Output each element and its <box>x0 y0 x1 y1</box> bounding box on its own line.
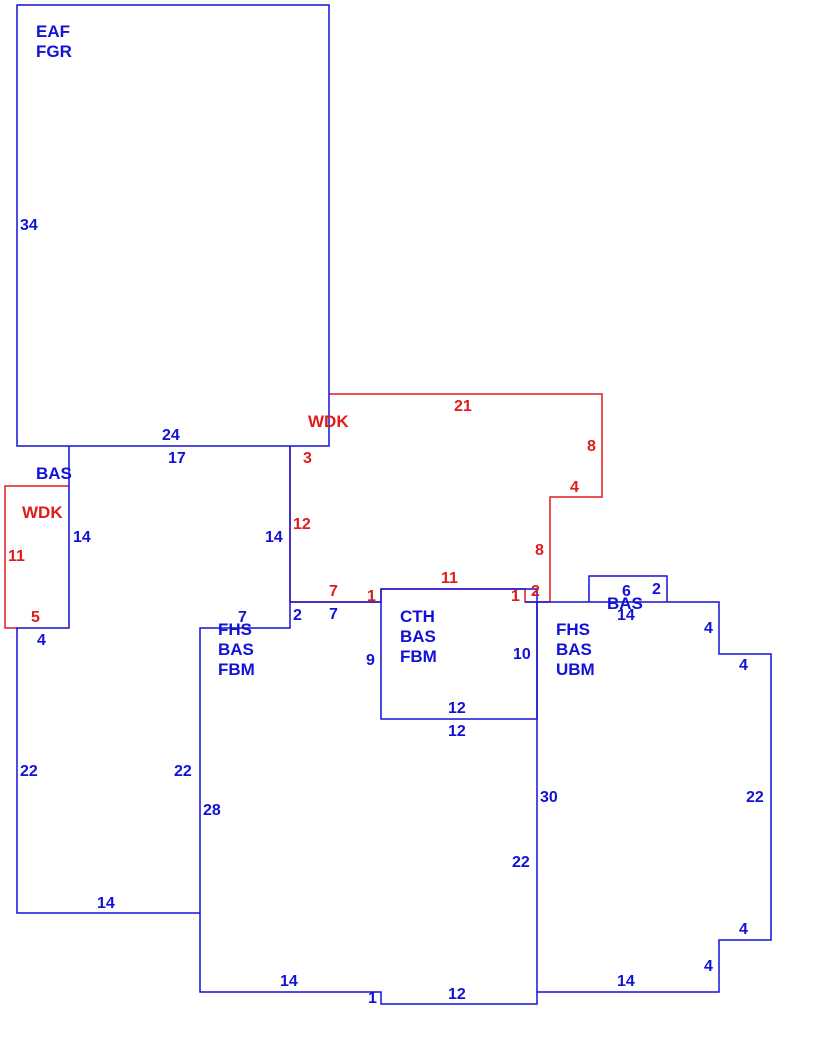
dim-label: 2 <box>293 607 302 624</box>
dim-label: 7 <box>329 606 338 623</box>
dim-label: 14 <box>73 529 91 546</box>
bas-mid-outline <box>199 446 538 1005</box>
bas-left-outline <box>16 446 200 914</box>
dim-label: 22 <box>174 763 192 780</box>
area-label-bas-cth: BAS <box>400 627 436 646</box>
dim-label: 14 <box>280 973 298 990</box>
dim-label: 1 <box>367 588 376 605</box>
dim-label: 14 <box>97 895 115 912</box>
dim-label: 11 <box>8 548 25 565</box>
area-label-fhs-right: FHS <box>556 620 590 639</box>
dim-label: 22 <box>20 763 38 780</box>
dim-label: 12 <box>448 986 466 1003</box>
dim-label: 4 <box>739 921 748 938</box>
dim-label: 14 <box>265 529 283 546</box>
area-label-bas-right: BAS <box>556 640 592 659</box>
dim-label: 12 <box>448 700 466 717</box>
dim-label: 28 <box>203 802 221 819</box>
dim-label: 2 <box>531 583 540 600</box>
dim-label: 21 <box>454 398 472 415</box>
area-label-bas-small: BAS <box>607 594 643 613</box>
dim-label: 10 <box>513 646 531 663</box>
dim-label: 1 <box>511 588 520 605</box>
dim-label: 22 <box>512 854 530 871</box>
structure-outlines <box>16 4 772 1005</box>
area-labels: EAF FGR BAS WDK WDK FHS BAS FBM CTH BAS … <box>22 22 643 679</box>
area-label-ubm-right: UBM <box>556 660 595 679</box>
dim-label: 6 <box>622 583 631 600</box>
area-label-fbm-mid: FBM <box>218 660 255 679</box>
area-label-eaf: EAF <box>36 22 70 41</box>
wdk-left-outline <box>4 485 69 629</box>
dim-label: 17 <box>168 450 186 467</box>
dim-label: 8 <box>535 542 544 559</box>
dim-label: 11 <box>441 570 458 587</box>
dim-label: 12 <box>448 723 466 740</box>
dim-label: 14 <box>617 973 635 990</box>
dim-label: 4 <box>570 479 579 496</box>
dim-label: 4 <box>739 657 748 674</box>
dim-label: 5 <box>31 609 40 626</box>
area-label-cth: CTH <box>400 607 435 626</box>
dim-label: 4 <box>704 620 713 637</box>
dim-label: 3 <box>303 450 312 467</box>
area-label-wdk-left: WDK <box>22 503 63 522</box>
fhs-right-outline <box>537 601 772 993</box>
dimension-labels: 34 24 21 8 4 8 3 12 7 1 11 1 2 17 14 14 … <box>8 217 764 1007</box>
bas-small-outline <box>588 575 668 602</box>
area-label-bas-mid: BAS <box>218 640 254 659</box>
dim-label: 14 <box>617 607 635 624</box>
dim-label: 12 <box>293 516 311 533</box>
dim-label: 34 <box>20 217 38 234</box>
area-label-fgr: FGR <box>36 42 72 61</box>
area-label-fhs-mid: FHS <box>218 620 252 639</box>
area-label-fbm-cth: FBM <box>400 647 437 666</box>
garage-outline <box>16 4 330 447</box>
dim-label: 1 <box>368 990 377 1007</box>
dim-label: 9 <box>366 652 375 669</box>
dim-label: 7 <box>329 583 338 600</box>
dim-label: 24 <box>162 427 180 444</box>
area-label-wdk-top: WDK <box>308 412 349 431</box>
dim-label: 4 <box>704 958 713 975</box>
dim-label: 7 <box>238 609 247 626</box>
dim-label: 30 <box>540 789 558 806</box>
area-label-bas-left: BAS <box>36 464 72 483</box>
dim-label: 8 <box>587 438 596 455</box>
cth-outline <box>380 588 538 720</box>
dim-label: 2 <box>652 581 661 598</box>
dim-label: 22 <box>746 789 764 806</box>
dim-label: 4 <box>37 632 46 649</box>
